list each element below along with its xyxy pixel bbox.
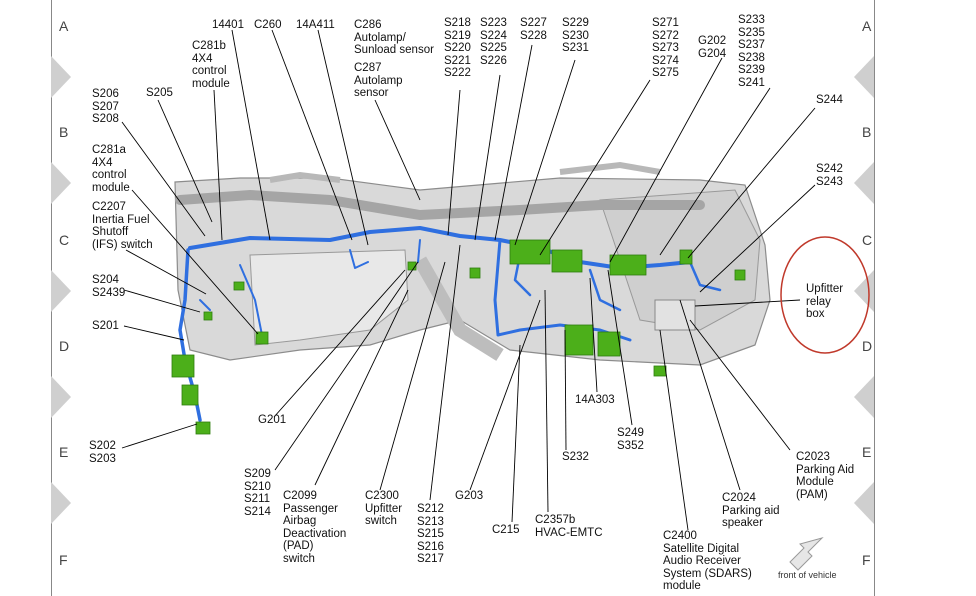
row-letter-a-right: A: [862, 18, 872, 34]
label-upfitter-relay-box: Upfitter relay box: [806, 283, 844, 320]
label-s223: S223 S224 S225 S226: [480, 17, 507, 67]
label-s206: S206 S207 S208: [92, 88, 119, 125]
label-s249: S249 S352: [617, 427, 644, 452]
row-letter-c-right: C: [862, 232, 873, 248]
label-c287: C287 Autolamp sensor: [354, 62, 403, 99]
zone-tab-left-de: [51, 376, 71, 418]
connectors: [171, 239, 746, 435]
row-letter-a-left: A: [59, 18, 69, 34]
row-letter-f-right: F: [862, 552, 871, 568]
zone-tab-left-bc: [51, 162, 71, 204]
row-letter-e-right: E: [862, 444, 872, 460]
row-letter-f-left: F: [59, 552, 68, 568]
label-c281a: C281a 4X4 control module: [92, 144, 130, 194]
label-s229: S229 S230 S231: [562, 17, 589, 54]
label-s209: S209 S210 S211 S214: [244, 468, 271, 518]
zone-tab-left-cd: [51, 270, 71, 312]
label-s244: S244: [816, 94, 843, 106]
zone-tab-left-ef: [51, 482, 71, 524]
row-letter-d-right: D: [862, 338, 873, 354]
label-14a303: 14A303: [575, 394, 615, 406]
callout-leader-lines: [121, 29, 816, 531]
zone-tab-right-bc: [854, 162, 874, 204]
label-g201: G201: [258, 414, 287, 426]
label-c2023: C2023 Parking Aid Module (PAM): [796, 451, 855, 501]
zone-tab-right-de: [854, 376, 874, 418]
label-s202: S202 S203: [89, 440, 116, 465]
row-letter-c-left: C: [59, 232, 70, 248]
label-c2300: C2300 Upfitter switch: [365, 490, 403, 527]
label-c260: C260: [254, 19, 282, 31]
label-c2099: C2099 Passenger Airbag Deactivation (PAD…: [283, 490, 347, 565]
label-g203: G203: [455, 490, 484, 502]
front-of-vehicle-arrow-icon: [789, 537, 824, 571]
label-s227: S227 S228: [520, 17, 547, 42]
label-s205: S205: [146, 87, 173, 99]
label-c215: C215: [492, 524, 520, 536]
row-letter-b-right: B: [862, 124, 872, 140]
label-14a411: 14A411: [296, 19, 335, 31]
label-c2357b: C2357b HVAC-EMTC: [535, 514, 603, 539]
right-frame-line: [874, 0, 875, 596]
zone-tab-right-ef: [854, 482, 874, 524]
label-s212: S212 S213 S215 S216 S217: [417, 503, 444, 565]
label-c286: C286 Autolamp/ Sunload sensor: [354, 19, 434, 56]
row-letter-b-left: B: [59, 124, 69, 140]
label-c2207: C2207 Inertia Fuel Shutoff (IFS) switch: [92, 201, 153, 251]
label-s242: S242 S243: [816, 163, 843, 188]
label-s233: S233 S235 S237 S238 S239 S241: [738, 14, 765, 89]
zone-tab-left-ab: [51, 56, 71, 98]
front-of-vehicle-label: front of vehicle: [778, 570, 837, 580]
label-s201: S201: [92, 320, 119, 332]
label-s204: S204 S2439: [92, 274, 126, 299]
upfitter-highlight-circle: [780, 236, 870, 354]
label-14401: 14401: [212, 19, 244, 31]
label-g202: G202 G204: [698, 35, 727, 60]
label-c281b: C281b 4X4 control module: [192, 40, 230, 90]
label-s218: S218 S219 S220 S221 S222: [444, 17, 471, 79]
label-s232: S232: [562, 451, 589, 463]
label-c2400: C2400 Satellite Digital Audio Receiver S…: [663, 530, 752, 592]
label-c2024: C2024 Parking aid speaker: [722, 492, 780, 529]
row-letter-e-left: E: [59, 444, 69, 460]
label-s271: S271 S272 S273 S274 S275: [652, 17, 679, 79]
zone-tab-right-ab: [854, 56, 874, 98]
row-letter-d-left: D: [59, 338, 70, 354]
